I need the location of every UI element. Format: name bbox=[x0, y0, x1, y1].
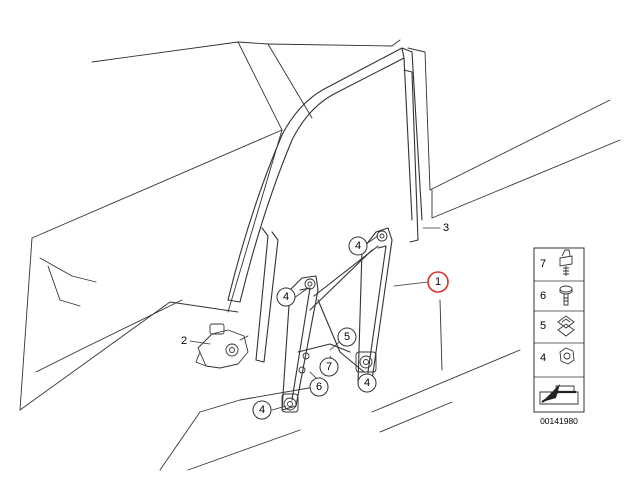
legend-item-5-label: 5 bbox=[540, 320, 546, 332]
callout-4-top: 4 bbox=[355, 240, 361, 252]
callout-6-circle bbox=[309, 377, 329, 397]
clip-icon bbox=[557, 315, 575, 337]
fastener-legend: 7 6 5 4 bbox=[533, 247, 585, 413]
legend-item-7-label: 7 bbox=[540, 258, 546, 270]
callout-4-left-circle bbox=[276, 287, 296, 307]
callout-4-right: 4 bbox=[364, 377, 370, 389]
callout-2: 2 bbox=[181, 335, 187, 347]
screw-long-icon bbox=[559, 249, 573, 276]
callout-4-right-circle bbox=[357, 373, 377, 393]
arrow-icon bbox=[539, 384, 579, 405]
callout-4-top-circle bbox=[348, 236, 368, 256]
callout-4-left: 4 bbox=[283, 291, 289, 303]
legend-item-6-label: 6 bbox=[540, 290, 546, 302]
callout-3: 3 bbox=[443, 222, 449, 234]
callout-1-circle bbox=[427, 271, 449, 293]
regulator-pulleys bbox=[281, 230, 388, 413]
screw-short-icon bbox=[559, 285, 573, 306]
callout-4-bottom: 4 bbox=[259, 404, 265, 416]
part-number: 00141980 bbox=[540, 416, 578, 426]
legend-item-4-label: 4 bbox=[540, 352, 546, 364]
callout-1: 1 bbox=[435, 276, 441, 288]
callout-5: 5 bbox=[344, 331, 350, 343]
window-frame-seal bbox=[227, 47, 423, 363]
callout-7: 7 bbox=[326, 361, 332, 373]
callout-7-circle bbox=[319, 357, 339, 377]
callout-4-bottom-circle bbox=[252, 400, 272, 420]
callouts bbox=[252, 236, 449, 420]
window-motor-drawing bbox=[195, 323, 249, 369]
car-body-outline bbox=[19, 39, 621, 471]
nut-icon bbox=[559, 347, 575, 365]
callout-5-circle bbox=[337, 327, 357, 347]
callout-6: 6 bbox=[316, 381, 322, 393]
